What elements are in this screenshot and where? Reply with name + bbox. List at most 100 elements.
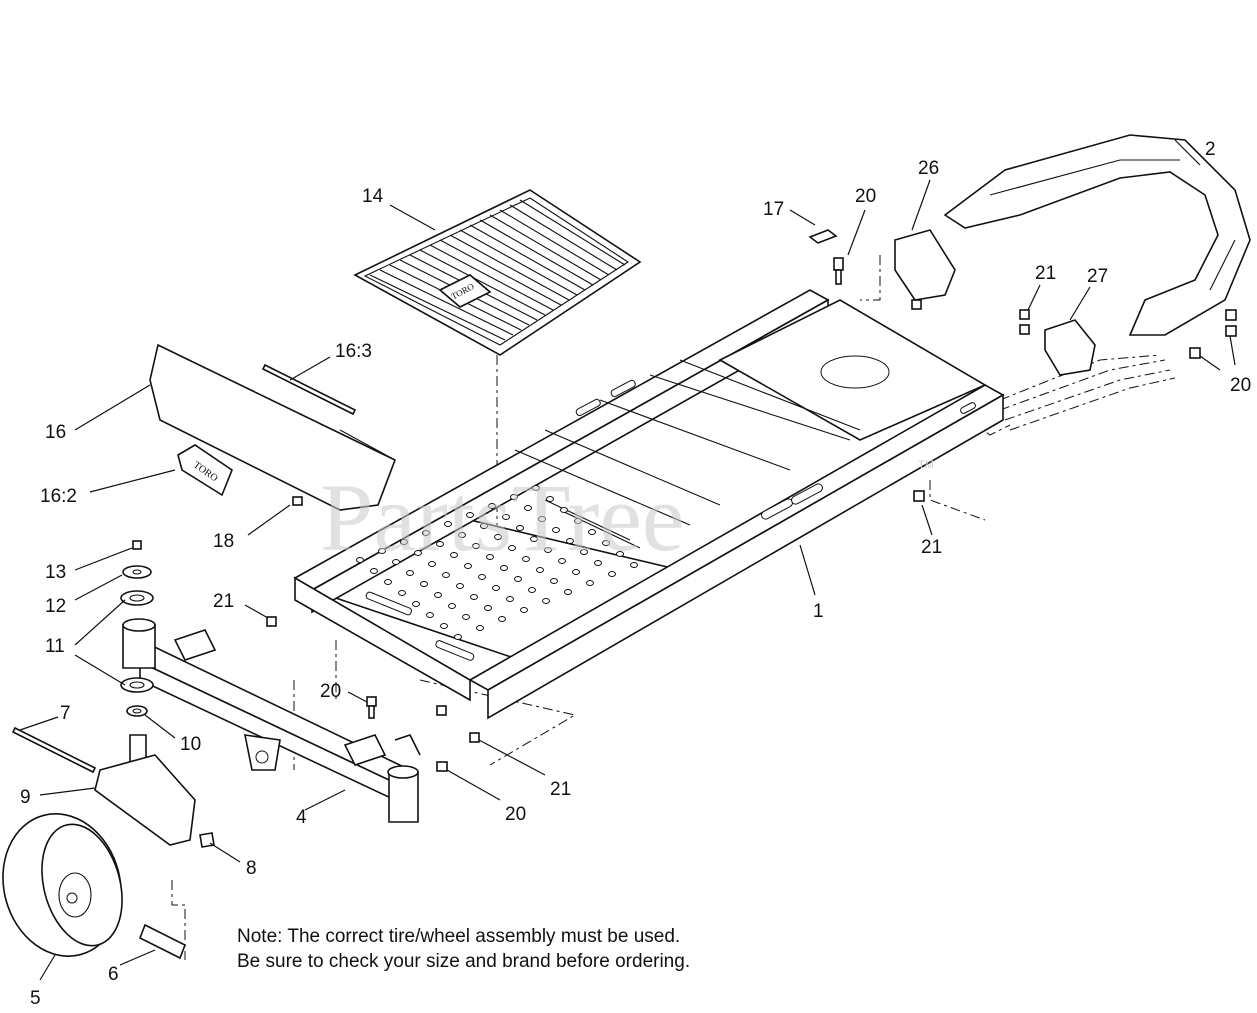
toro-decal-part-16-2: TORO (177, 444, 233, 497)
floor-hole (448, 603, 456, 609)
grip-pattern-line (419, 249, 546, 316)
floor-hole (588, 529, 596, 535)
callout-20-top: 20 (855, 186, 876, 207)
bearings-washers (120, 540, 154, 717)
floor-hole (400, 539, 408, 545)
floor-hole (486, 554, 494, 560)
floor-hole (566, 538, 574, 544)
floor-hole (536, 567, 544, 573)
callout-27: 27 (1087, 266, 1108, 287)
callout-14: 14 (362, 186, 384, 207)
main-frame-part-1 (293, 289, 1005, 720)
spacer-part-6 (138, 923, 187, 960)
floor-hole (602, 540, 610, 546)
label-part-17 (808, 229, 838, 244)
floor-hole (450, 552, 458, 558)
callout-6: 6 (108, 964, 119, 985)
floor-hole (456, 583, 464, 589)
floor-hole (528, 587, 536, 593)
bracket-part-26 (894, 229, 956, 301)
callout-16-3: 16:3 (335, 341, 372, 362)
grip-pattern-line (379, 269, 514, 336)
floor-hole (506, 596, 514, 602)
grip-pattern-line (369, 274, 506, 341)
floor-hole (440, 623, 448, 629)
callout-21-bracket: 21 (1035, 263, 1056, 284)
floor-hole (500, 565, 508, 571)
callout-17: 17 (763, 199, 784, 220)
grip-plate-part-14: TORO (353, 189, 642, 356)
floor-hole (630, 562, 638, 568)
callout-7: 7 (60, 703, 71, 724)
floor-hole (608, 571, 616, 577)
callout-2: 2 (1205, 139, 1216, 160)
callout-5: 5 (30, 988, 41, 1009)
callout-11: 11 (45, 636, 65, 657)
floor-hole (564, 589, 572, 595)
floor-hole (480, 523, 488, 529)
floor-hole (434, 592, 442, 598)
floor-hole (462, 614, 470, 620)
floor-hole (558, 558, 566, 564)
floor-hole (472, 543, 480, 549)
grip-pattern-line (459, 229, 578, 296)
floor-hole (378, 548, 386, 554)
floor-hole-grid (356, 485, 638, 640)
callout-21-left: 21 (213, 591, 234, 612)
grip-pattern-line (479, 219, 594, 286)
floor-hole (546, 496, 554, 502)
decal-strip-part-16-3 (261, 363, 357, 416)
front-axle-part-4 (122, 618, 421, 823)
callout-4: 4 (296, 807, 307, 828)
floor-hole (484, 605, 492, 611)
floor-hole (544, 547, 552, 553)
floor-hole (476, 625, 484, 631)
callout-18: 18 (213, 531, 234, 552)
hardware-fasteners (266, 257, 1237, 772)
callout-20-axle: 20 (320, 681, 341, 702)
grip-pattern-line (489, 214, 602, 281)
callout-21-bottom: 21 (550, 779, 571, 800)
callout-20-bottom: 20 (505, 804, 526, 825)
caster-fork-part-9 (94, 734, 196, 846)
floor-hole (454, 634, 462, 640)
floor-hole (428, 561, 436, 567)
floor-hole (560, 507, 568, 513)
watermark: PartsTree (320, 464, 684, 571)
callout-26: 26 (918, 158, 939, 179)
floor-hole (586, 580, 594, 586)
bracket-part-27 (1044, 319, 1096, 376)
callout-12: 12 (45, 596, 66, 617)
watermark-trademark: TM (918, 459, 934, 471)
floor-hole (420, 581, 428, 587)
floor-hole (508, 545, 516, 551)
floor-hole (422, 530, 430, 536)
floor-hole (442, 572, 450, 578)
callout-16-2: 16:2 (40, 486, 77, 507)
axle-bolt-part-7 (11, 726, 97, 774)
floor-hole (466, 512, 474, 518)
floor-hole (426, 612, 434, 618)
floor-hole (398, 590, 406, 596)
floor-hole (478, 574, 486, 580)
floor-hole (542, 598, 550, 604)
floor-hole (498, 616, 506, 622)
note-line-1: Note: The correct tire/wheel assembly mu… (237, 926, 680, 947)
callout-21-right: 21 (921, 537, 942, 558)
floor-hole (470, 594, 478, 600)
front-cover-part-16 (149, 343, 397, 511)
floor-hole (550, 578, 558, 584)
floor-hole (520, 607, 528, 613)
callout-labels: 1 2 4 5 6 7 8 9 10 11 12 13 14 16 16:2 1… (20, 139, 1251, 1009)
grip-pattern-line (499, 209, 610, 276)
callout-10: 10 (180, 734, 201, 755)
floor-hole (572, 569, 580, 575)
floor-hole (444, 521, 452, 527)
caster-wheel-part-5 (2, 813, 123, 957)
floor-hole (516, 525, 524, 531)
floor-hole (502, 514, 510, 520)
floor-hole (436, 541, 444, 547)
floor-hole (514, 576, 522, 582)
floor-hole (552, 527, 560, 533)
floor-hole (414, 550, 422, 556)
